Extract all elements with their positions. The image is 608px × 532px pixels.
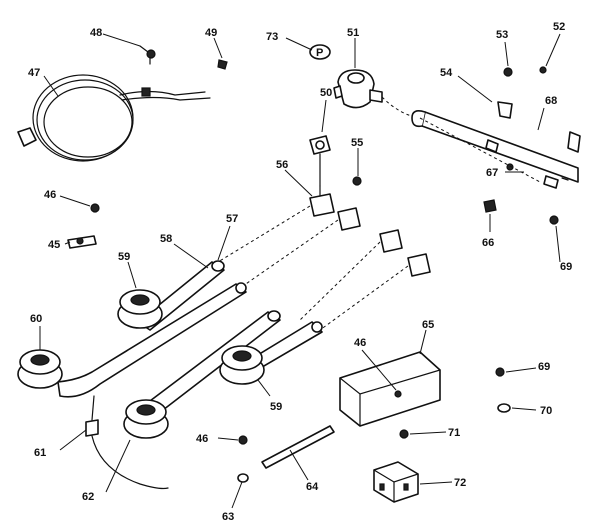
label-72: 72 (454, 477, 466, 489)
screw-69-lower (495, 367, 505, 377)
assembly-line (419, 117, 541, 183)
screw-69-upper (549, 215, 559, 225)
valve-a (337, 207, 361, 231)
valve-56 (309, 185, 335, 217)
burner-tube-58 (57, 282, 247, 398)
leader-lines (39, 33, 561, 509)
screw-52 (539, 66, 547, 74)
label-69a: 69 (560, 261, 572, 273)
label-61: 61 (34, 447, 46, 459)
part-49 (217, 59, 228, 70)
burner-62-front-right (123, 399, 169, 439)
label-55: 55 (351, 137, 363, 149)
orifice-66 (483, 199, 497, 213)
label-62: 62 (82, 491, 94, 503)
label-57: 57 (226, 213, 238, 225)
label-54: 54 (440, 67, 453, 79)
valve-b (379, 229, 403, 253)
label-48: 48 (90, 27, 102, 39)
assembly-line (319, 265, 409, 331)
screw-46-lower (238, 435, 248, 445)
burner-60-front-left (17, 349, 63, 389)
valve-50 (309, 135, 331, 187)
label-58: 58 (160, 233, 172, 245)
label-45: 45 (48, 239, 60, 251)
burner-59-rear-right (219, 345, 265, 385)
label-67: 67 (486, 167, 498, 179)
cover-65 (339, 351, 441, 427)
label-46a: 46 (44, 189, 56, 201)
module-72 (373, 461, 419, 503)
nut-55 (352, 176, 362, 186)
cap-mark-text: P (316, 47, 323, 59)
screw-48 (139, 45, 156, 65)
bracket-45 (67, 235, 97, 249)
cap-73: P (309, 44, 331, 60)
label-65: 65 (422, 319, 434, 331)
label-50: 50 (320, 87, 332, 99)
label-59b: 59 (270, 401, 282, 413)
label-53: 53 (496, 29, 508, 41)
rod-64 (261, 425, 335, 469)
label-60: 60 (30, 313, 42, 325)
label-52: 52 (553, 21, 565, 33)
wire-harness-47 (17, 74, 211, 162)
label-64: 64 (306, 481, 319, 493)
burner-59-rear-left (117, 289, 163, 329)
label-56: 56 (276, 159, 288, 171)
label-46c: 46 (196, 433, 208, 445)
regulator-51 (333, 69, 421, 119)
screw-67 (506, 163, 514, 171)
screw-46-left (90, 203, 100, 213)
washer-53 (503, 67, 513, 77)
label-66: 66 (482, 237, 494, 249)
label-47: 47 (28, 67, 40, 79)
assembly-line (239, 219, 339, 289)
assembly-line (299, 241, 381, 321)
washer-70 (497, 403, 511, 413)
label-46b: 46 (354, 337, 366, 349)
manifold-68 (411, 101, 581, 189)
label-73: 73 (266, 31, 278, 43)
valve-c (407, 253, 431, 277)
label-70: 70 (540, 405, 552, 417)
label-49: 49 (205, 27, 217, 39)
label-59a: 59 (118, 251, 130, 263)
label-71: 71 (448, 427, 460, 439)
clip-63 (237, 473, 249, 483)
igniter-61 (85, 395, 169, 490)
label-63: 63 (222, 511, 234, 523)
label-69b: 69 (538, 361, 550, 373)
label-51: 51 (347, 27, 359, 39)
screw-71 (399, 429, 409, 439)
label-68: 68 (545, 95, 557, 107)
